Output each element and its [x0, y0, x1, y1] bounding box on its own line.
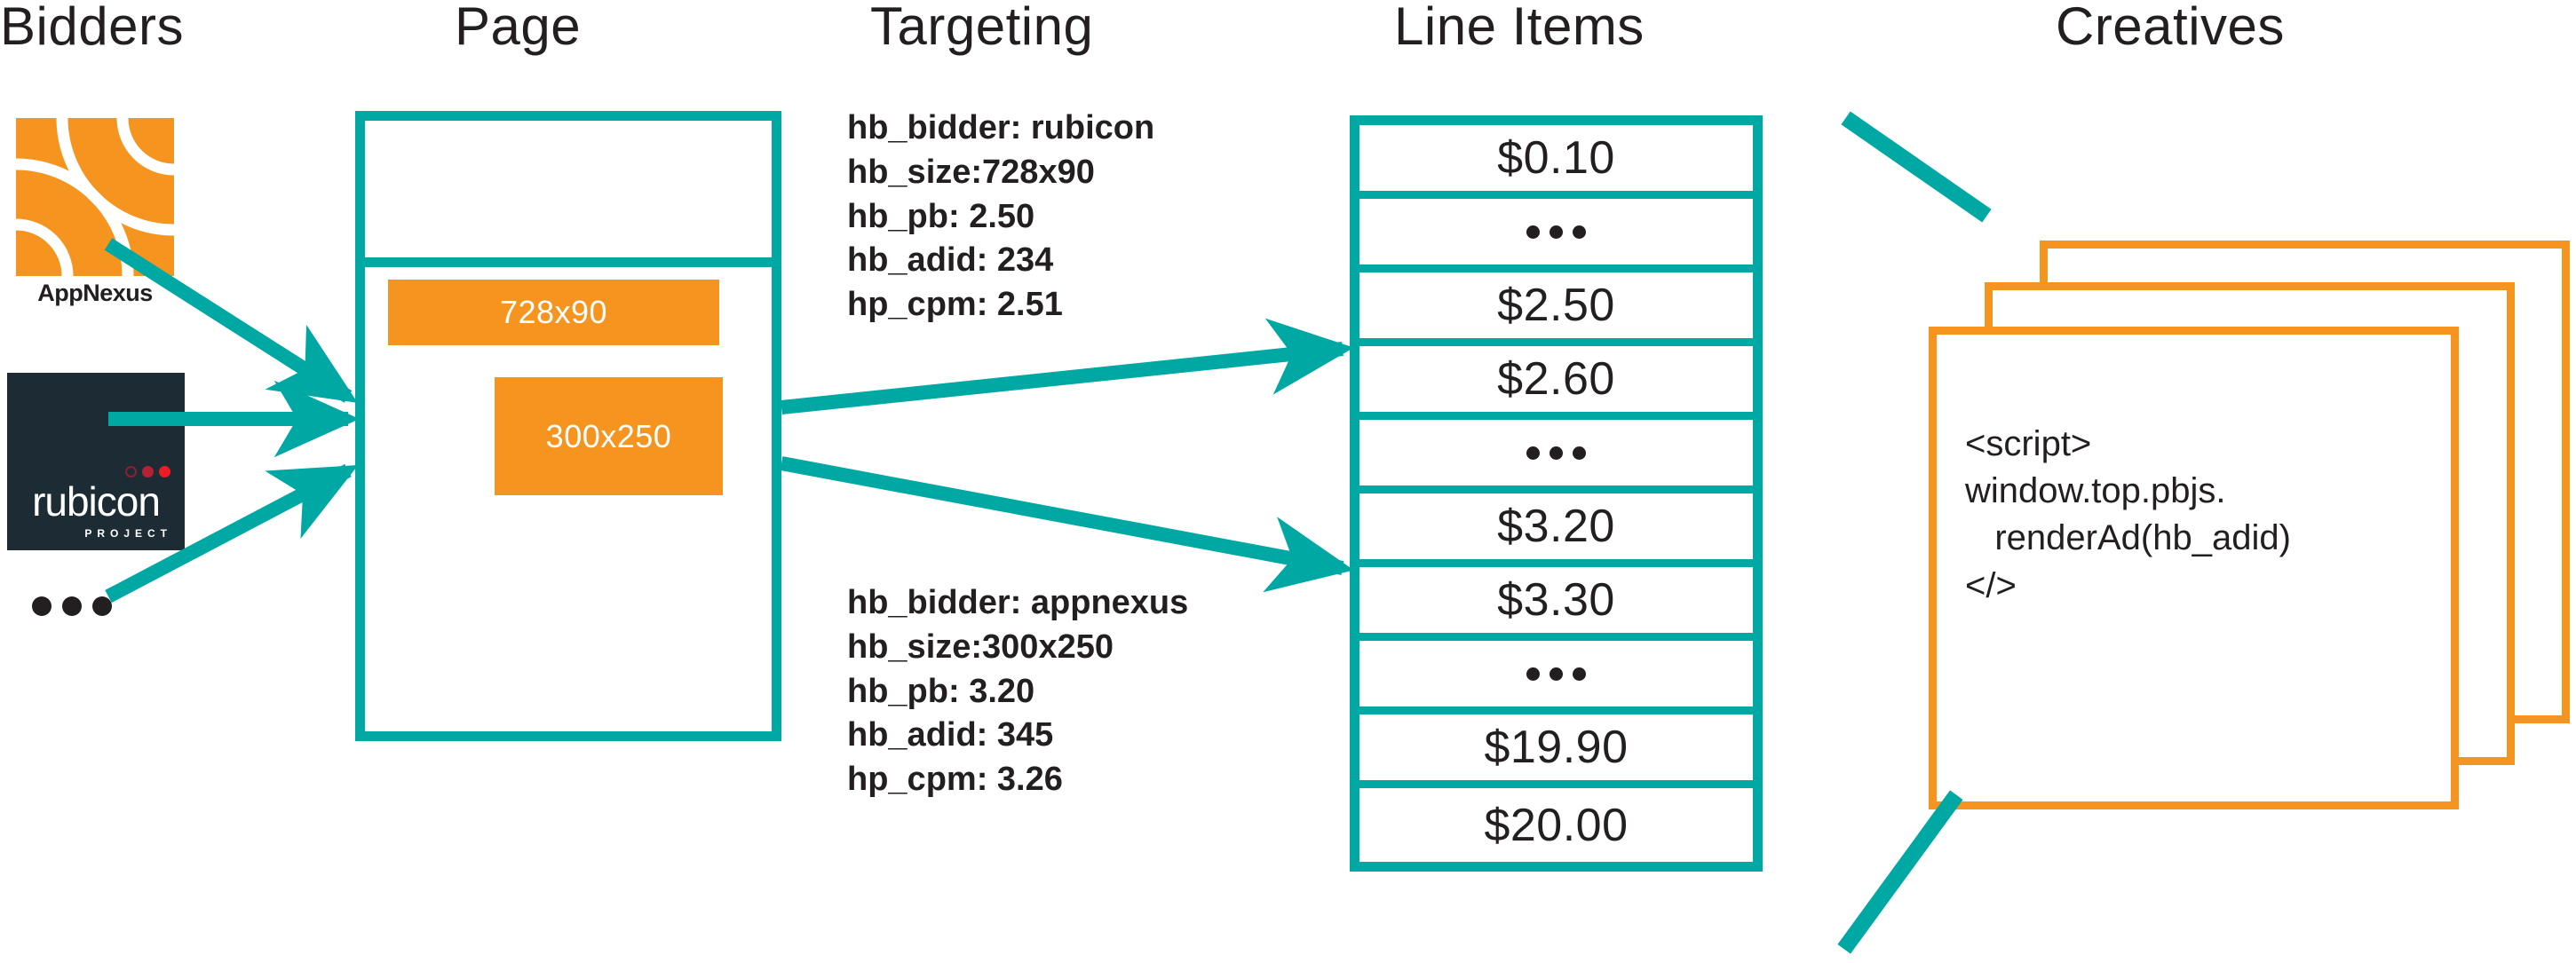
line-item-row[interactable]: $19.90: [1359, 714, 1753, 788]
page-header-divider: [355, 257, 781, 267]
column-heading-bidders: Bidders: [0, 0, 184, 56]
line-item-row[interactable]: [1359, 641, 1753, 714]
line-item-price: $20.00: [1484, 799, 1629, 851]
line-item-price: $3.30: [1497, 574, 1615, 626]
line-item-price: $3.20: [1497, 501, 1615, 552]
appnexus-logo-icon: [15, 117, 175, 277]
creative-code-snippet: <script> window.top.pbjs. renderAd(hb_ad…: [1965, 424, 2291, 605]
line-item-ellipsis: [1526, 446, 1586, 460]
line-item-price: $2.60: [1497, 353, 1615, 405]
ad-slot-728x90[interactable]: 728x90: [388, 280, 719, 345]
rubicon-logo-wordmark: rubicon: [32, 478, 161, 525]
creative-card-front[interactable]: [1929, 327, 2459, 809]
column-heading-page: Page: [455, 0, 582, 56]
line-item-ellipsis: [1526, 225, 1586, 239]
column-heading-creatives: Creatives: [2056, 0, 2285, 56]
line-items-table: $0.10 $2.50 $2.60 $3.20 $3.30 $19.90 $20.00: [1350, 115, 1763, 872]
line-item-price: $0.10: [1497, 132, 1615, 184]
line-item-price: $2.50: [1497, 280, 1615, 331]
column-heading-line-items: Line Items: [1394, 0, 1645, 56]
bidders-more-ellipsis: [32, 596, 112, 616]
line-item-ellipsis: [1526, 667, 1586, 681]
appnexus-logo-label: AppNexus: [37, 280, 153, 306]
line-item-row[interactable]: $2.60: [1359, 346, 1753, 420]
line-item-row[interactable]: $20.00: [1359, 788, 1753, 862]
column-heading-targeting: Targeting: [870, 0, 1094, 56]
line-item-row[interactable]: [1359, 420, 1753, 493]
page-to-line-items-arrows: [780, 318, 1354, 593]
line-item-row[interactable]: $3.20: [1359, 493, 1753, 567]
line-item-row[interactable]: $3.30: [1359, 567, 1753, 641]
targeting-block-rubicon: hb_bidder: rubicon hb_size:728x90 hb_pb:…: [847, 109, 1155, 324]
rubicon-logo-subtitle: PROJECT: [84, 527, 172, 540]
rubicon-project-logo-icon: rubicon PROJECT: [7, 373, 185, 550]
line-item-row[interactable]: $2.50: [1359, 272, 1753, 346]
line-item-row[interactable]: [1359, 199, 1753, 272]
targeting-block-appnexus: hb_bidder: appnexus hb_size:300x250 hb_p…: [847, 584, 1189, 799]
line-item-price: $19.90: [1484, 722, 1629, 773]
line-item-row[interactable]: $0.10: [1359, 125, 1753, 199]
ad-slot-300x250[interactable]: 300x250: [495, 377, 723, 495]
rubicon-dots-icon: [125, 466, 170, 478]
